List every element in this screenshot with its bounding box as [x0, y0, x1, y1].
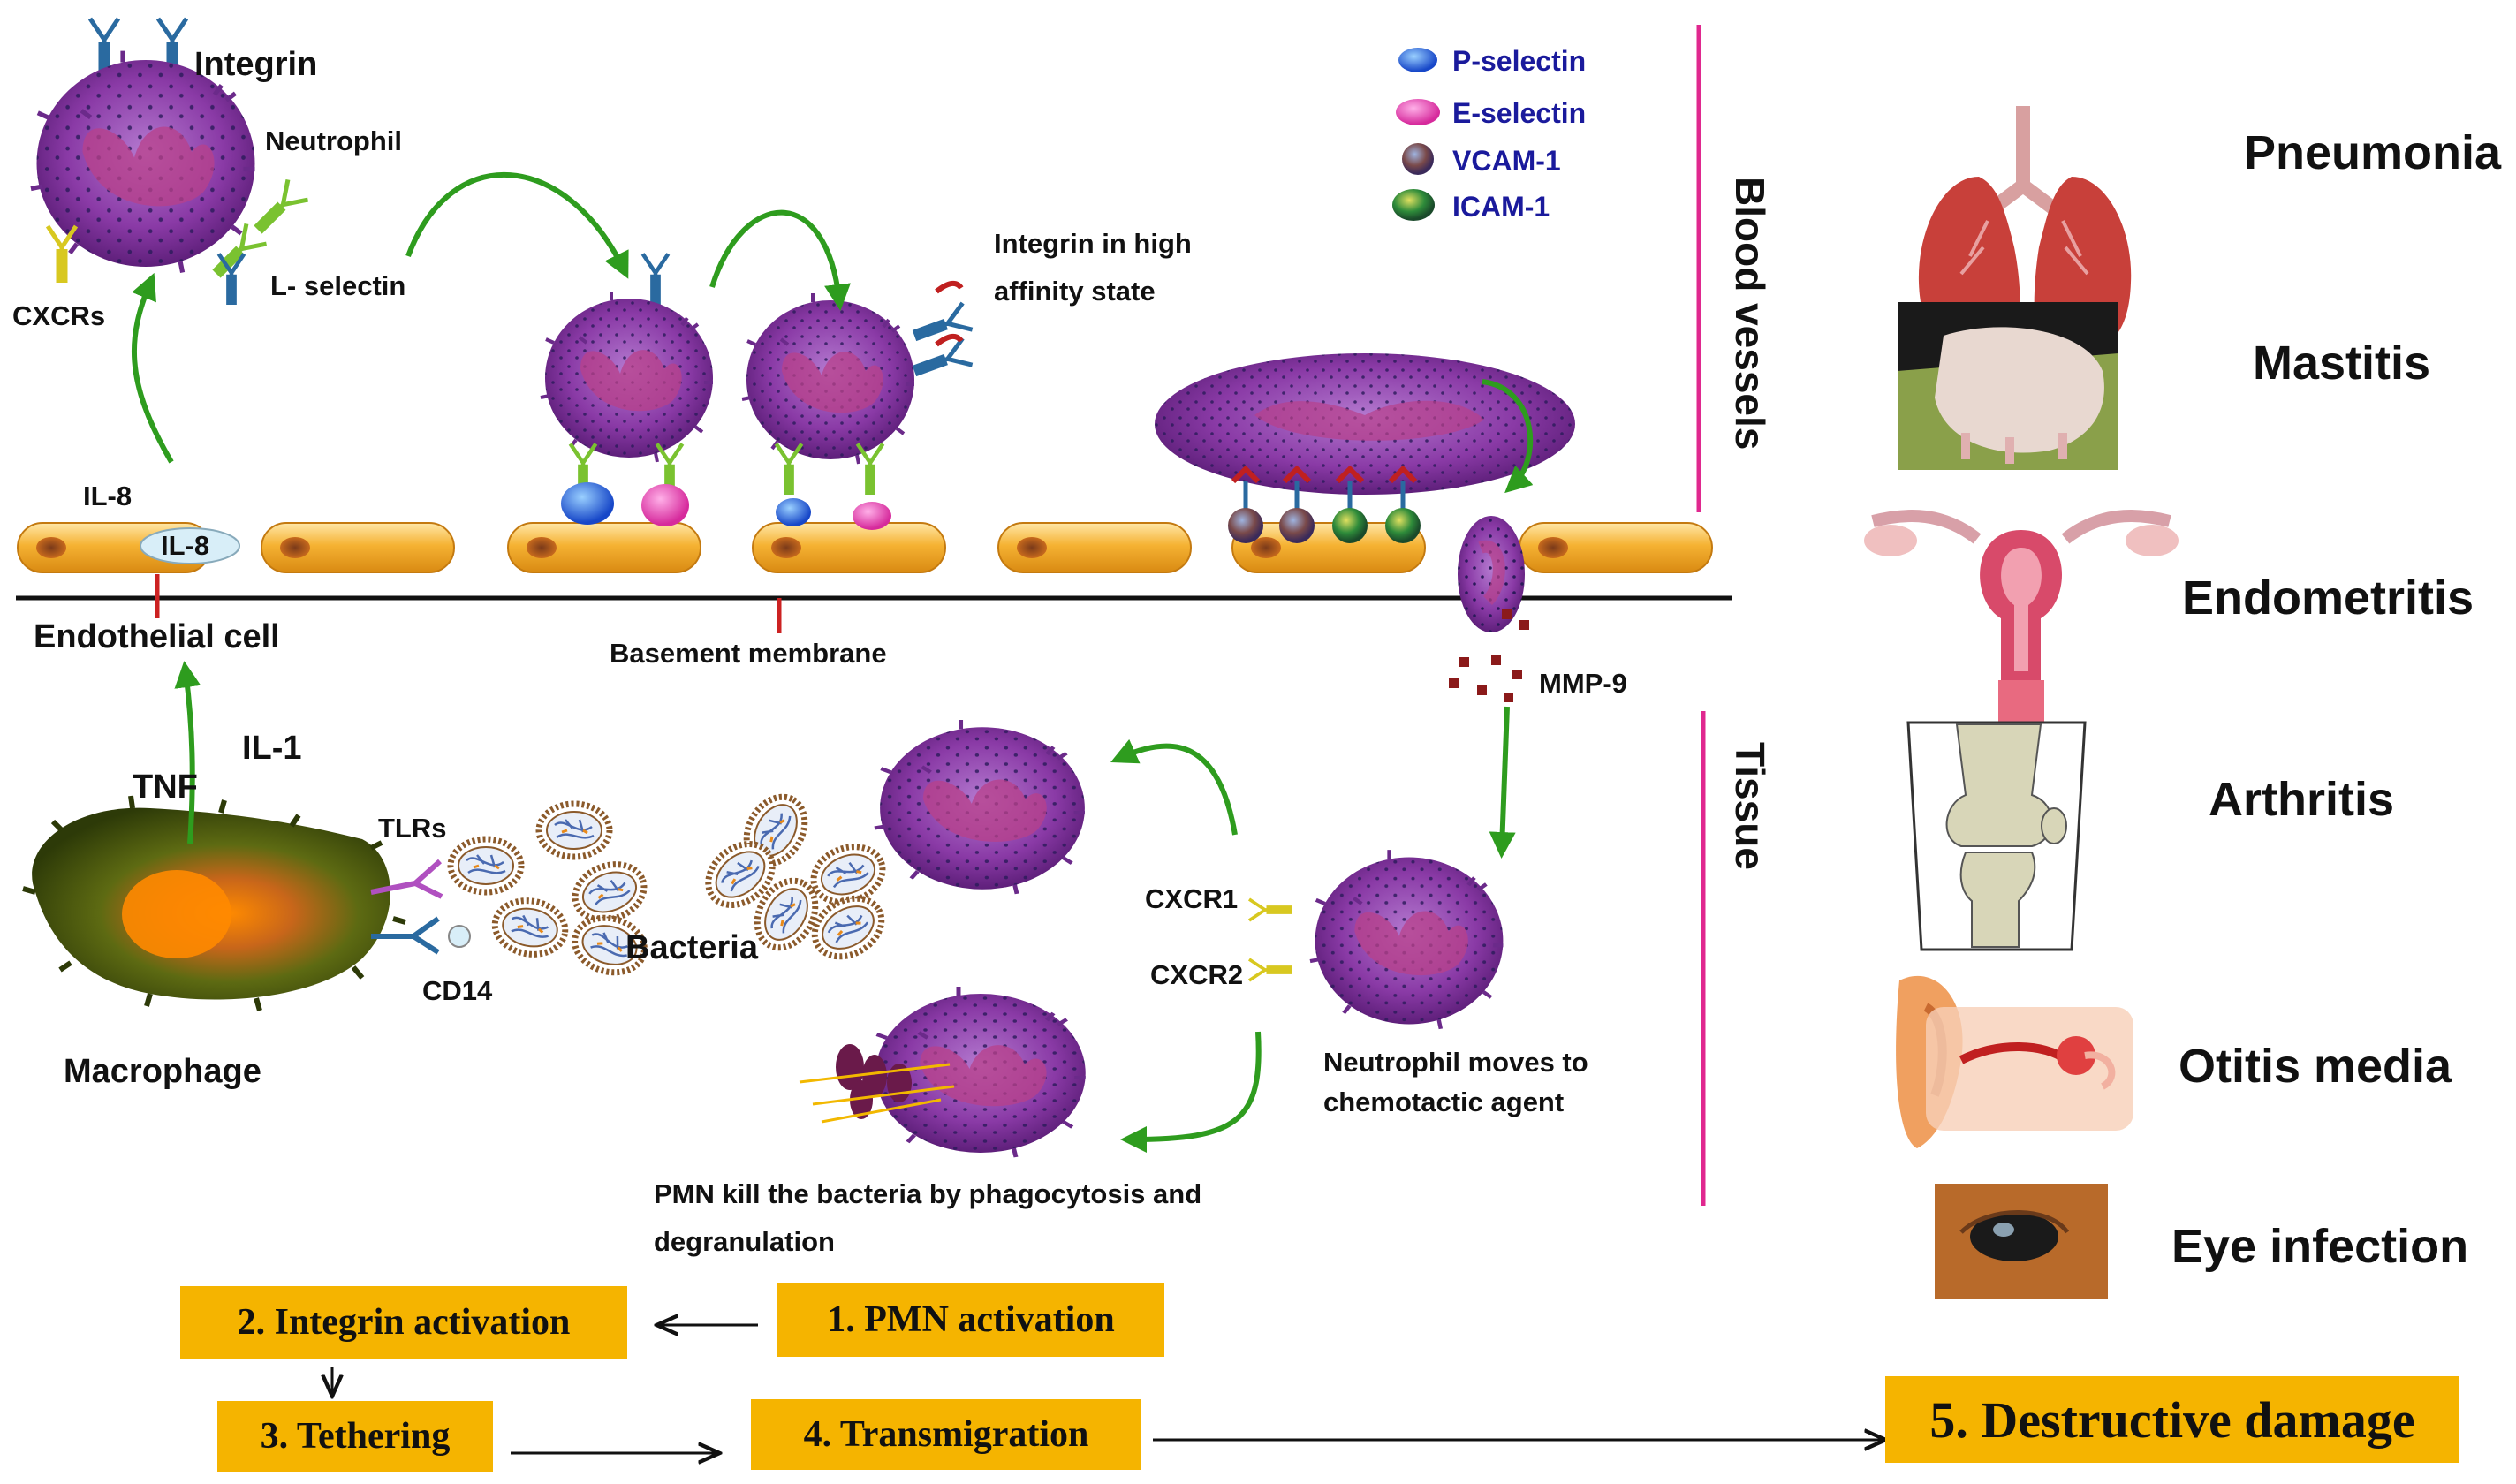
il8-label: IL-8: [83, 481, 133, 511]
chemotaxing-neutrophil: [1247, 850, 1503, 1029]
cd14-receptor: [371, 916, 440, 955]
mmp9-granules: [1449, 610, 1529, 702]
il8-cell-label: IL-8: [161, 530, 210, 561]
chemotaxis-label-1: Neutrophil moves to: [1323, 1047, 1588, 1078]
step-arrow-3: [1482, 379, 1534, 494]
mmp9-label: MMP-9: [1539, 668, 1627, 699]
vcam1-icon: [1402, 143, 1434, 175]
step-2-box: 2. Integrin activation: [180, 1286, 627, 1359]
tnf-arrow: [174, 661, 201, 844]
legend-e-selectin: E-selectin: [1452, 97, 1587, 129]
il8-recruit-arrow: [132, 272, 174, 464]
disease-eye-infection: Eye infection: [2171, 1220, 2469, 1273]
engulfing-neutrophil: [875, 720, 1085, 894]
knee-joint-icon: [1906, 721, 2087, 951]
ear-icon: [1896, 975, 2133, 1148]
il1-label: IL-1: [242, 730, 302, 767]
adherent-neutrophil: [1155, 353, 1575, 543]
uterus-icon: [1864, 510, 2179, 723]
il8-vesicle: [140, 527, 240, 564]
disease-endometritis: Endometritis: [2182, 572, 2474, 625]
tethering-neutrophil-2: [740, 280, 973, 530]
step-arrow-1: [405, 171, 629, 279]
integrin-label: Integrin: [194, 46, 318, 83]
neutrophil-label: Neutrophil: [265, 125, 402, 156]
legend-icam1: ICAM-1: [1452, 191, 1550, 223]
step-1-box: 1. PMN activation: [777, 1283, 1164, 1357]
legend-vcam1: VCAM-1: [1452, 145, 1561, 177]
tlrs-label: TLRs: [378, 813, 447, 844]
endothelium: [17, 522, 1713, 573]
legend-p-selectin: P-selectin: [1452, 45, 1587, 77]
tethering-neutrophil-1: [219, 254, 715, 526]
step-5-box: 5. Destructive damage: [1885, 1376, 2459, 1463]
cxcr2-label: CXCR2: [1150, 959, 1244, 990]
basement-membrane-label: Basement membrane: [610, 638, 887, 669]
integrin-high-affinity-label-1: Integrin in high: [994, 228, 1192, 259]
tlr-receptor: [370, 859, 443, 899]
phago-arrow: [1110, 738, 1238, 836]
degranulating-neutrophil: [799, 987, 1086, 1157]
pmn-kill-label-1: PMN kill the bacteria by phagocytosis an…: [654, 1178, 1202, 1209]
p-selectin-icon: [1398, 48, 1437, 72]
step-arrow-4: [1489, 706, 1516, 859]
cxcr1-label: CXCR1: [1145, 883, 1239, 914]
disease-pneumonia: Pneumonia: [2244, 126, 2502, 179]
transmigrating-neutrophil: [1458, 516, 1525, 632]
integrin-high-affinity-label-2: affinity state: [994, 276, 1156, 307]
bacteria-label: Bacteria: [625, 929, 758, 966]
cxcrs-label: CXCRs: [12, 300, 106, 331]
chemotaxis-label-2: chemotactic agent: [1323, 1086, 1565, 1117]
kill-arrow: [1120, 1031, 1262, 1153]
disease-mastitis: Mastitis: [2253, 337, 2431, 390]
macrophage: [22, 795, 406, 1011]
cd14-label: CD14: [422, 975, 493, 1006]
tnf-label: TNF: [133, 768, 198, 806]
endothelial-cell-label: Endothelial cell: [34, 618, 280, 655]
tissue-label: Tissue: [1727, 742, 1773, 870]
e-selectin-icon: [1396, 99, 1440, 125]
disease-otitis-media: Otitis media: [2179, 1040, 2452, 1093]
step-4-box: 4. Transmigration: [751, 1399, 1141, 1470]
blood-vessels-label: Blood vessels: [1727, 177, 1773, 450]
disease-arthritis: Arthritis: [2209, 773, 2395, 826]
udder-icon: [1898, 302, 2118, 470]
step-arrow-2: [709, 209, 851, 311]
bacteria-cluster-1: [451, 804, 652, 980]
l-selectin-label: L- selectin: [270, 270, 406, 301]
icam1-icon: [1392, 189, 1435, 221]
step-3-box: 3. Tethering: [217, 1401, 493, 1472]
macrophage-label: Macrophage: [64, 1053, 261, 1090]
eye-icon: [1935, 1184, 2108, 1298]
pmn-kill-label-2: degranulation: [654, 1226, 835, 1257]
